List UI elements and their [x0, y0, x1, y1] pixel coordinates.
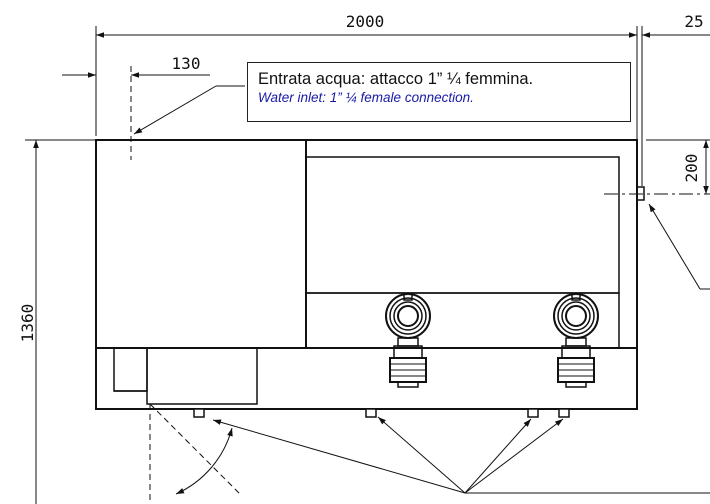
dimension-total-height	[25, 139, 96, 504]
machine-outline	[95, 139, 638, 410]
inlet-leader	[133, 85, 245, 135]
dim-label-200: 200	[682, 154, 701, 183]
dim-label-1360: 1360	[18, 304, 37, 343]
outlet-stub	[636, 186, 645, 201]
pump-motor-2	[553, 293, 599, 388]
dim-label-130: 130	[172, 54, 201, 73]
dimension-total-width	[95, 26, 710, 186]
note-italian: Entrata acqua: attacco 1” ¼ femmina.	[258, 70, 534, 88]
door-swing-indicator	[149, 403, 241, 504]
dim-label-2000: 2000	[346, 12, 385, 31]
bottom-connections	[193, 408, 570, 418]
dimension-inlet-offset	[62, 66, 210, 160]
drain-leaders	[212, 416, 710, 494]
pump-motor-1	[385, 293, 431, 388]
outlet-leader	[648, 203, 710, 290]
bottom-connection-3	[527, 408, 539, 418]
note-english: Water inlet: 1” ¼ female connection.	[258, 90, 474, 105]
bottom-connection-4	[558, 408, 570, 418]
water-inlet-note: Entrata acqua: attacco 1” ¼ femmina. Wat…	[247, 62, 631, 122]
dimension-outlet-height	[604, 139, 710, 195]
bottom-connection-1	[193, 408, 205, 418]
dim-label-25: 25	[684, 12, 703, 31]
bottom-connection-2	[365, 408, 377, 418]
